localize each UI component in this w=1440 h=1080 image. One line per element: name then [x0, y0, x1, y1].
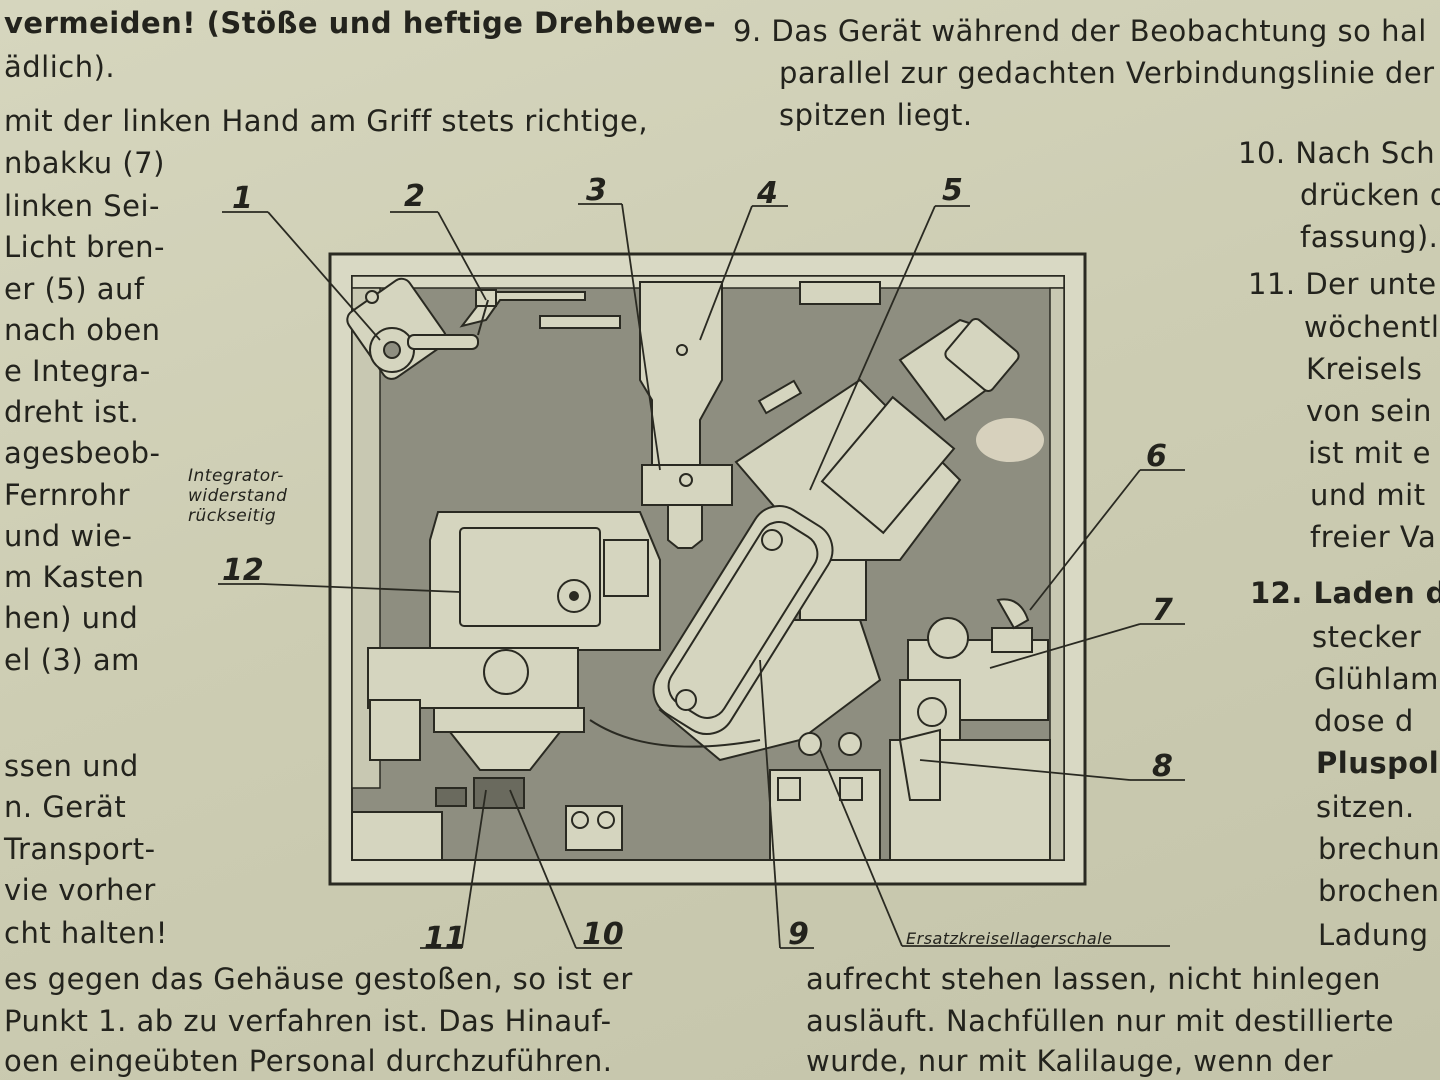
callout-7: 7	[1152, 593, 1173, 628]
right-line: dose d	[1314, 704, 1414, 738]
spare-bearing-caption: Ersatzkreisellagerschale	[906, 929, 1112, 948]
bottom-left-line: Punkt 1. ab zu verfahren ist. Das Hinauf…	[4, 1004, 612, 1038]
left-line: ädlich).	[4, 50, 116, 84]
callout-4: 4	[756, 176, 778, 211]
right-top-line: spitzen liegt.	[779, 98, 973, 132]
left-line: Fernrohr	[4, 478, 131, 512]
right-line: fassung).	[1300, 220, 1439, 254]
right-line: Ladung	[1318, 918, 1429, 952]
left-line: m Kasten	[4, 560, 145, 594]
right-top-line: parallel zur gedachten Verbindungslinie …	[779, 56, 1435, 90]
left-line: ssen und	[4, 749, 139, 783]
lens-assembly	[351, 647, 585, 861]
right-line: Kreisels	[1306, 352, 1423, 386]
left-line: e Integra-	[4, 354, 151, 388]
vertical-column	[639, 281, 881, 549]
gyro-block	[429, 511, 661, 651]
leader-lines	[218, 203, 1185, 949]
bottom-left-line: es gegen das Gehäuse gestoßen, so ist er	[4, 962, 633, 996]
right-line: 10. Nach Sch	[1238, 136, 1436, 170]
bottom-right-line: wurde, nur mit Kalilauge, wenn der	[806, 1044, 1333, 1078]
left-line: linken Sei-	[4, 189, 160, 223]
callout-3: 3	[586, 173, 607, 208]
right-line: Pluspol	[1316, 746, 1440, 780]
left-line: und wie-	[4, 519, 133, 553]
right-line: sitzen.	[1316, 790, 1415, 824]
right-line: stecker	[1312, 620, 1422, 654]
left-line: Transport-	[4, 832, 156, 866]
bottom-right-line: ausläuft. Nachfüllen nur mit destilliert…	[806, 1004, 1395, 1038]
right-top-line: 9. Das Gerät während der Beobachtung so …	[733, 14, 1427, 48]
left-line: hen) und	[4, 601, 139, 635]
battery-block	[889, 598, 1051, 861]
paper-stain	[976, 418, 1044, 462]
right-line: von sein	[1306, 394, 1432, 428]
lever-spring	[459, 289, 621, 336]
telescope-assembly	[658, 318, 1020, 762]
right-line: brechun	[1318, 832, 1440, 866]
callout-10: 10	[582, 917, 624, 952]
callout-numbers: 1 2 3 4 5 6 7 8 9 10 11 12	[222, 173, 1173, 956]
left-line: dreht ist.	[4, 395, 140, 429]
hinge-handle	[346, 277, 479, 380]
integrator-caption: Integrator- widerstand rückseitig	[188, 466, 288, 526]
right-line: und mit	[1310, 478, 1426, 512]
right-line: drücken d	[1300, 178, 1440, 212]
right-line: 11. Der unte	[1248, 267, 1437, 301]
right-line: wöchentli	[1304, 310, 1440, 344]
left-line: nbakku (7)	[4, 146, 165, 180]
left-line: mit der linken Hand am Griff stets richt…	[4, 104, 649, 138]
left-line: cht halten!	[4, 916, 168, 950]
bottom-left-line: oen eingeübten Personal durchzuführen.	[4, 1044, 613, 1078]
left-line: Licht bren-	[4, 230, 166, 264]
right-line: freier Va	[1310, 520, 1437, 554]
left-line: er (5) auf	[4, 272, 145, 306]
right-line: Glühlam	[1314, 662, 1439, 696]
left-line: vermeiden! (Stöße und heftige Drehbewe-	[4, 6, 717, 40]
callout-2: 2	[404, 179, 425, 214]
left-line: n. Gerät	[4, 790, 127, 824]
right-line: ist mit e	[1308, 436, 1431, 470]
right-line: 12. Laden d	[1250, 576, 1440, 610]
callout-5: 5	[942, 173, 963, 208]
callout-6: 6	[1146, 439, 1167, 474]
left-line: nach oben	[4, 313, 161, 347]
callout-12: 12	[222, 553, 264, 588]
left-line: el (3) am	[4, 643, 140, 677]
callout-9: 9	[788, 917, 809, 952]
right-line: brochene	[1318, 874, 1440, 908]
left-line: vie vorher	[4, 873, 156, 907]
callout-1: 1	[232, 181, 253, 216]
connectors	[565, 732, 881, 861]
bottom-right-line: aufrecht stehen lassen, nicht hinlegen	[806, 962, 1381, 996]
callout-11: 11	[424, 921, 466, 956]
callout-8: 8	[1152, 749, 1173, 784]
left-line: agesbeob-	[4, 436, 161, 470]
inclined-tube	[589, 505, 834, 748]
